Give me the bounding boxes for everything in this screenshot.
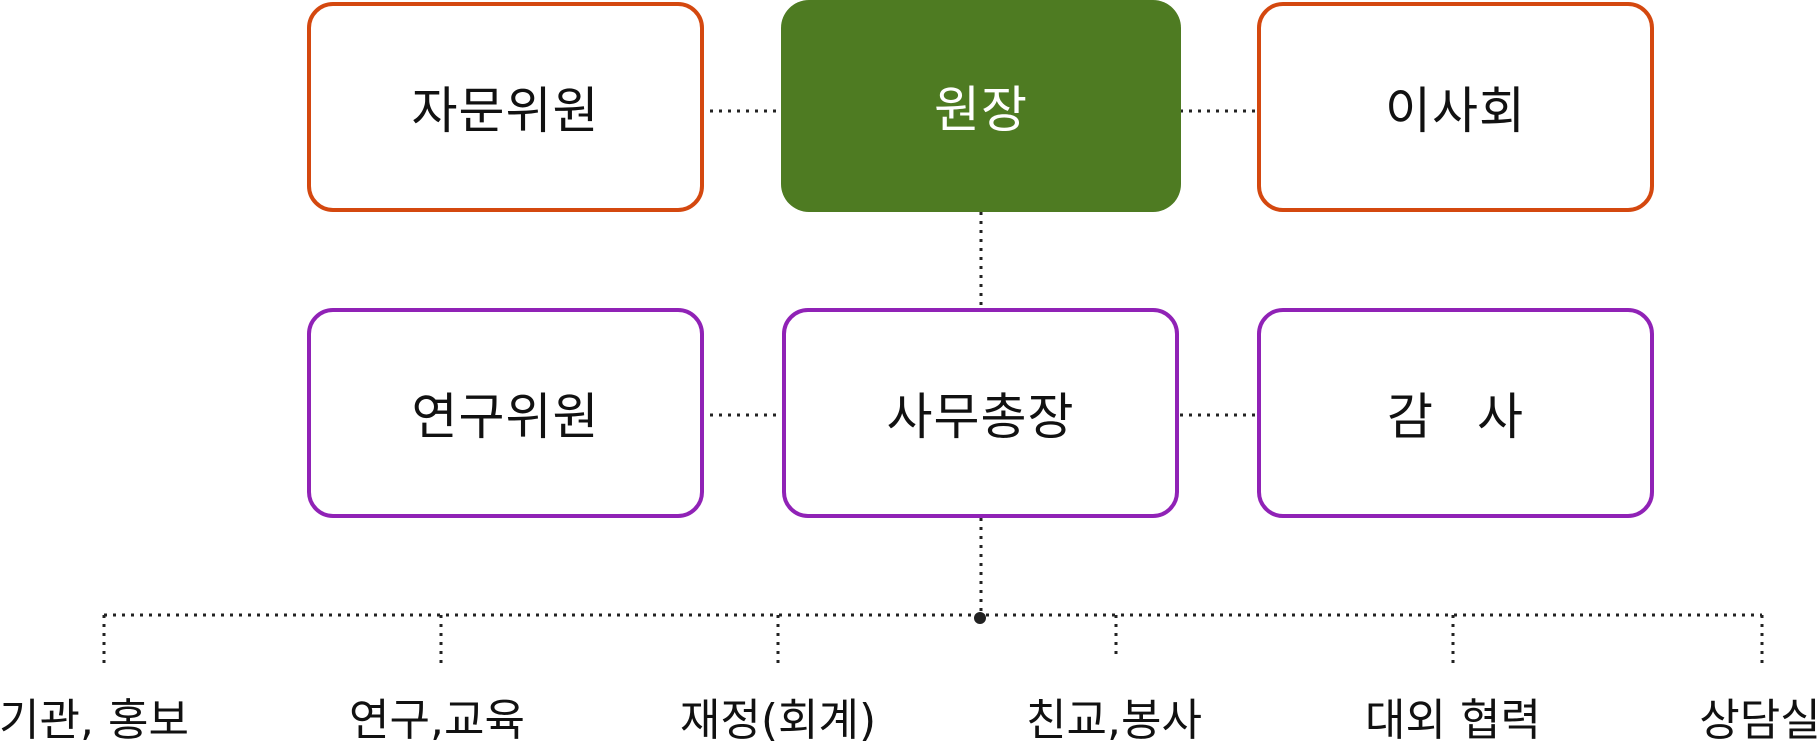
dept-external-cooperation: 대외 협력 [1365, 695, 1541, 746]
junction-dot [974, 612, 986, 624]
director-box: 원장 [781, 0, 1181, 212]
dept-finance: 재정(회계) [679, 695, 877, 746]
researchers-label: 연구위원 [411, 388, 600, 446]
dept-research-education: 연구,교육 [349, 695, 525, 746]
dept-counseling: 상담실 [1699, 695, 1820, 746]
researchers-box: 연구위원 [307, 308, 704, 518]
advisors-box: 자문위원 [307, 2, 704, 212]
advisors-label: 자문위원 [411, 82, 600, 140]
board-label: 이사회 [1385, 82, 1526, 140]
dept-institution-pr: 기관, 홍보 [0, 695, 189, 746]
auditor-box: 감 사 [1257, 308, 1654, 518]
auditor-label: 감 사 [1387, 388, 1524, 446]
board-box: 이사회 [1257, 2, 1654, 212]
secretary-general-label: 사무총장 [886, 388, 1075, 446]
director-label: 원장 [934, 81, 1028, 139]
secretary-general-box: 사무총장 [782, 308, 1179, 518]
dept-fellowship-service: 친교,봉사 [1026, 695, 1202, 746]
